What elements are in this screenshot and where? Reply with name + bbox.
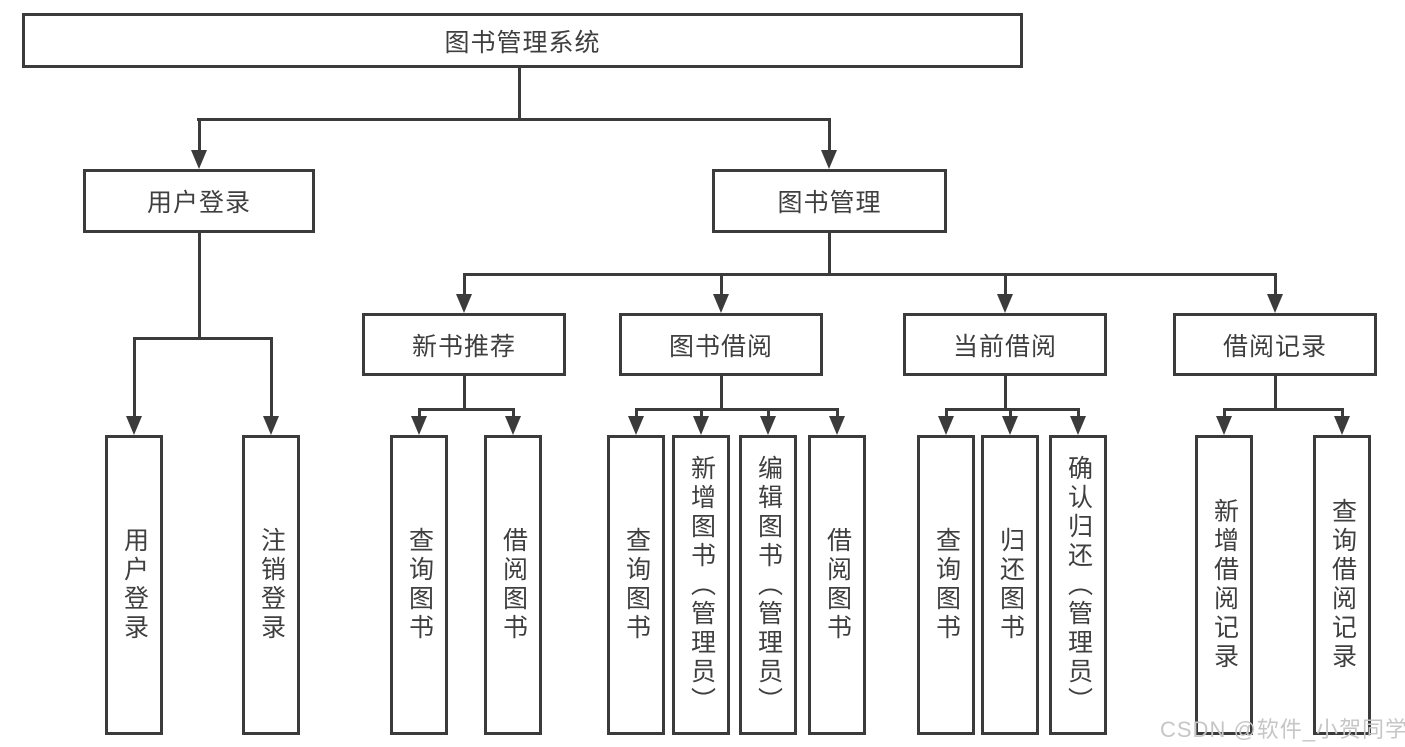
flow-line — [767, 410, 770, 419]
node-book-management: 图书管理 — [712, 169, 947, 233]
flow-line — [635, 410, 638, 419]
flow-line — [1004, 275, 1007, 296]
arrowhead-down-icon — [505, 416, 521, 435]
node-user-login-label: 用户登录 — [146, 189, 251, 217]
leaf-borrow-query-books: 查询图书 — [607, 435, 665, 735]
leaf-add-borrow-record-label: 新增借阅记录 — [1210, 498, 1239, 672]
arrowhead-down-icon — [456, 294, 472, 313]
flow-line — [198, 120, 201, 152]
flow-line — [945, 408, 1080, 411]
flow-line — [270, 339, 273, 418]
flow-line — [1223, 408, 1344, 411]
flow-line — [700, 410, 703, 419]
arrowhead-down-icon — [997, 294, 1013, 313]
flow-line — [418, 408, 515, 411]
node-library-system-label: 图书管理系统 — [444, 28, 601, 57]
node-current-borrow: 当前借阅 — [903, 313, 1107, 376]
csdn-watermark: CSDN @软件_小贺同学 — [1160, 717, 1405, 742]
flow-line — [463, 275, 466, 296]
flow-line — [945, 410, 948, 419]
flow-line — [828, 120, 831, 152]
leaf-confirm-return-admin: 确认归还（管理员） — [1049, 435, 1107, 735]
flow-line — [518, 68, 521, 120]
flow-line — [635, 408, 839, 411]
arrowhead-down-icon — [1267, 294, 1283, 313]
leaf-confirm-return-admin-label: 确认归还（管理员） — [1064, 454, 1093, 716]
node-book-management-label: 图书管理 — [777, 189, 882, 217]
node-book-borrow-label: 图书借阅 — [668, 332, 773, 361]
flow-line — [1341, 410, 1344, 419]
arrowhead-down-icon — [191, 150, 207, 169]
flow-line — [463, 273, 1277, 276]
flow-line — [1274, 275, 1277, 296]
leaf-recommend-query-books-label: 查询图书 — [405, 527, 434, 643]
leaf-add-book-admin-label: 新增图书（管理员） — [687, 454, 716, 716]
arrowhead-down-icon — [1216, 416, 1232, 435]
flow-line — [828, 233, 831, 276]
flow-line — [463, 376, 466, 410]
arrowhead-down-icon — [713, 294, 729, 313]
arrowhead-down-icon — [628, 416, 644, 435]
flow-line — [1223, 410, 1226, 419]
node-new-book-recommend: 新书推荐 — [362, 313, 566, 376]
arrowhead-down-icon — [821, 150, 837, 169]
arrowhead-down-icon — [829, 416, 845, 435]
arrowhead-down-icon — [263, 416, 279, 435]
leaf-recommend-borrow-books: 借阅图书 — [484, 435, 542, 735]
flow-line — [720, 275, 723, 296]
flow-line — [1004, 376, 1007, 410]
leaf-recommend-query-books: 查询图书 — [390, 435, 448, 735]
node-borrow-records-label: 借阅记录 — [1222, 332, 1327, 361]
leaf-current-query-books-label: 查询图书 — [932, 527, 961, 643]
leaf-query-borrow-record-label: 查询借阅记录 — [1328, 498, 1357, 672]
arrowhead-down-icon — [126, 416, 142, 435]
leaf-user-login-label: 用户登录 — [120, 527, 149, 643]
flow-line — [418, 410, 421, 419]
flow-line — [836, 410, 839, 419]
leaf-return-books: 归还图书 — [981, 435, 1039, 735]
leaf-logout-label: 注销登录 — [257, 527, 286, 643]
node-new-book-recommend-label: 新书推荐 — [411, 332, 516, 361]
leaf-recommend-borrow-books-label: 借阅图书 — [499, 527, 528, 643]
flow-line — [1077, 410, 1080, 419]
leaf-add-book-admin: 新增图书（管理员） — [672, 435, 730, 735]
arrowhead-down-icon — [1334, 416, 1350, 435]
leaf-return-books-label: 归还图书 — [996, 527, 1025, 643]
leaf-edit-book-admin: 编辑图书（管理员） — [739, 435, 797, 735]
flow-line — [133, 337, 273, 340]
arrowhead-down-icon — [693, 416, 709, 435]
leaf-borrow-borrow-books: 借阅图书 — [808, 435, 866, 735]
node-current-borrow-label: 当前借阅 — [952, 332, 1057, 361]
node-borrow-records: 借阅记录 — [1173, 313, 1377, 376]
flow-line — [198, 233, 201, 340]
arrowhead-down-icon — [1070, 416, 1086, 435]
arrowhead-down-icon — [760, 416, 776, 435]
leaf-query-borrow-record: 查询借阅记录 — [1313, 435, 1371, 735]
leaf-borrow-query-books-label: 查询图书 — [622, 527, 651, 643]
flow-line — [1009, 410, 1012, 419]
flow-line — [1274, 376, 1277, 410]
leaf-logout: 注销登录 — [242, 435, 300, 735]
leaf-current-query-books: 查询图书 — [917, 435, 975, 735]
node-book-borrow: 图书借阅 — [619, 313, 823, 376]
arrowhead-down-icon — [938, 416, 954, 435]
flow-line — [720, 376, 723, 410]
arrowhead-down-icon — [411, 416, 427, 435]
leaf-add-borrow-record: 新增借阅记录 — [1195, 435, 1253, 735]
flow-line — [133, 339, 136, 418]
leaf-user-login: 用户登录 — [105, 435, 163, 735]
flow-line — [197, 118, 831, 121]
arrowhead-down-icon — [1002, 416, 1018, 435]
node-user-login: 用户登录 — [83, 169, 315, 233]
leaf-edit-book-admin-label: 编辑图书（管理员） — [754, 454, 783, 716]
flow-line — [512, 410, 515, 419]
node-library-system: 图书管理系统 — [22, 13, 1023, 68]
leaf-borrow-borrow-books-label: 借阅图书 — [823, 527, 852, 643]
